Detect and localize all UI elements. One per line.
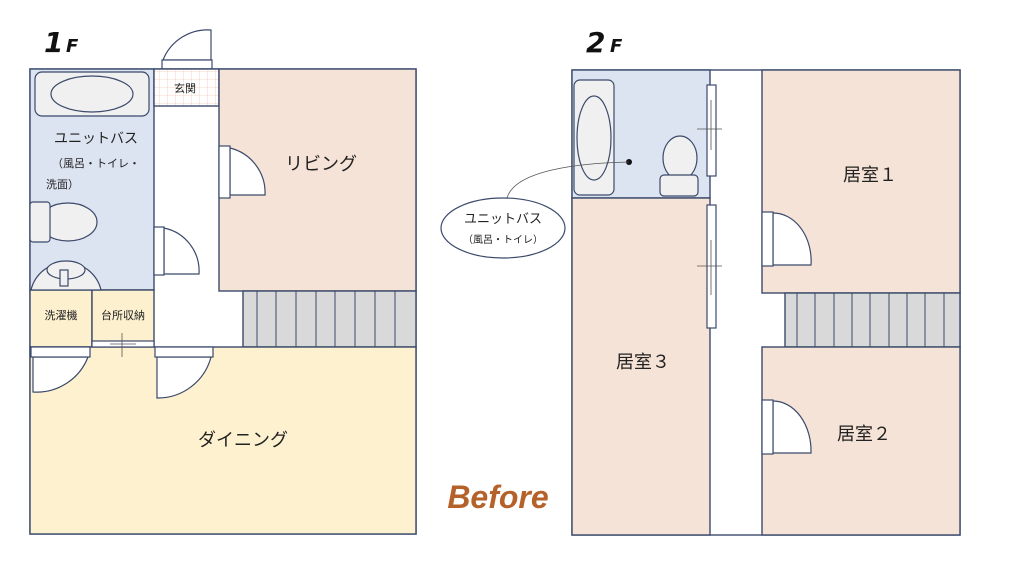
stairs-1f [242,290,417,348]
floor-2-plan: 2 F [440,26,961,536]
room-3-label: 居室３ [616,352,670,373]
living-label: リビング [285,154,357,175]
corridor-door [154,346,214,399]
dining-room [29,346,417,535]
room-2-label: 居室２ [837,424,891,445]
toilet-icon [29,201,98,243]
sliding-door-bath [697,84,722,177]
stairs-2f [784,292,961,348]
unit-bath-label: ユニットバス [54,131,138,147]
sliding-door-storage [91,333,155,357]
bath-callout: ユニットバス （風呂・トイレ） [440,159,632,259]
floor-1-plan: 1 F [29,26,417,535]
bathtub-basin-icon [50,75,134,113]
kitchen-storage [91,289,155,348]
laundry-label: 洗濯機 [45,308,78,322]
toilet-icon [659,135,699,197]
room-1-label: 居室１ [843,165,897,186]
laundry-door [30,346,91,393]
hall-door [153,226,200,276]
floor-1-title-number: 1 [44,26,63,59]
floor-2-title-f: F [610,36,623,57]
genkan-label: 玄関 [174,81,196,95]
before-label: Before [447,479,548,515]
room-1-door [761,211,812,267]
dining-label: ダイニング [198,430,288,451]
kitchen-storage-label: 台所収納 [101,308,145,322]
sliding-door-room-3 [697,204,722,329]
callout-sub: （風呂・トイレ） [463,234,543,246]
living-door [218,145,266,199]
sink-icon [30,260,102,291]
entrance-door [161,29,213,70]
floor-2-title-number: 2 [586,26,605,59]
bathtub-basin-icon [576,95,612,181]
floor-1-title-f: F [66,36,79,57]
callout-title: ユニットバス [464,212,542,227]
unit-bath-sub1: （風呂・トイレ・ [52,157,140,170]
genkan [153,68,220,107]
unit-bath-sub2: 洗面） [46,178,79,191]
room-2-door [761,399,812,455]
room-3 [571,197,711,536]
